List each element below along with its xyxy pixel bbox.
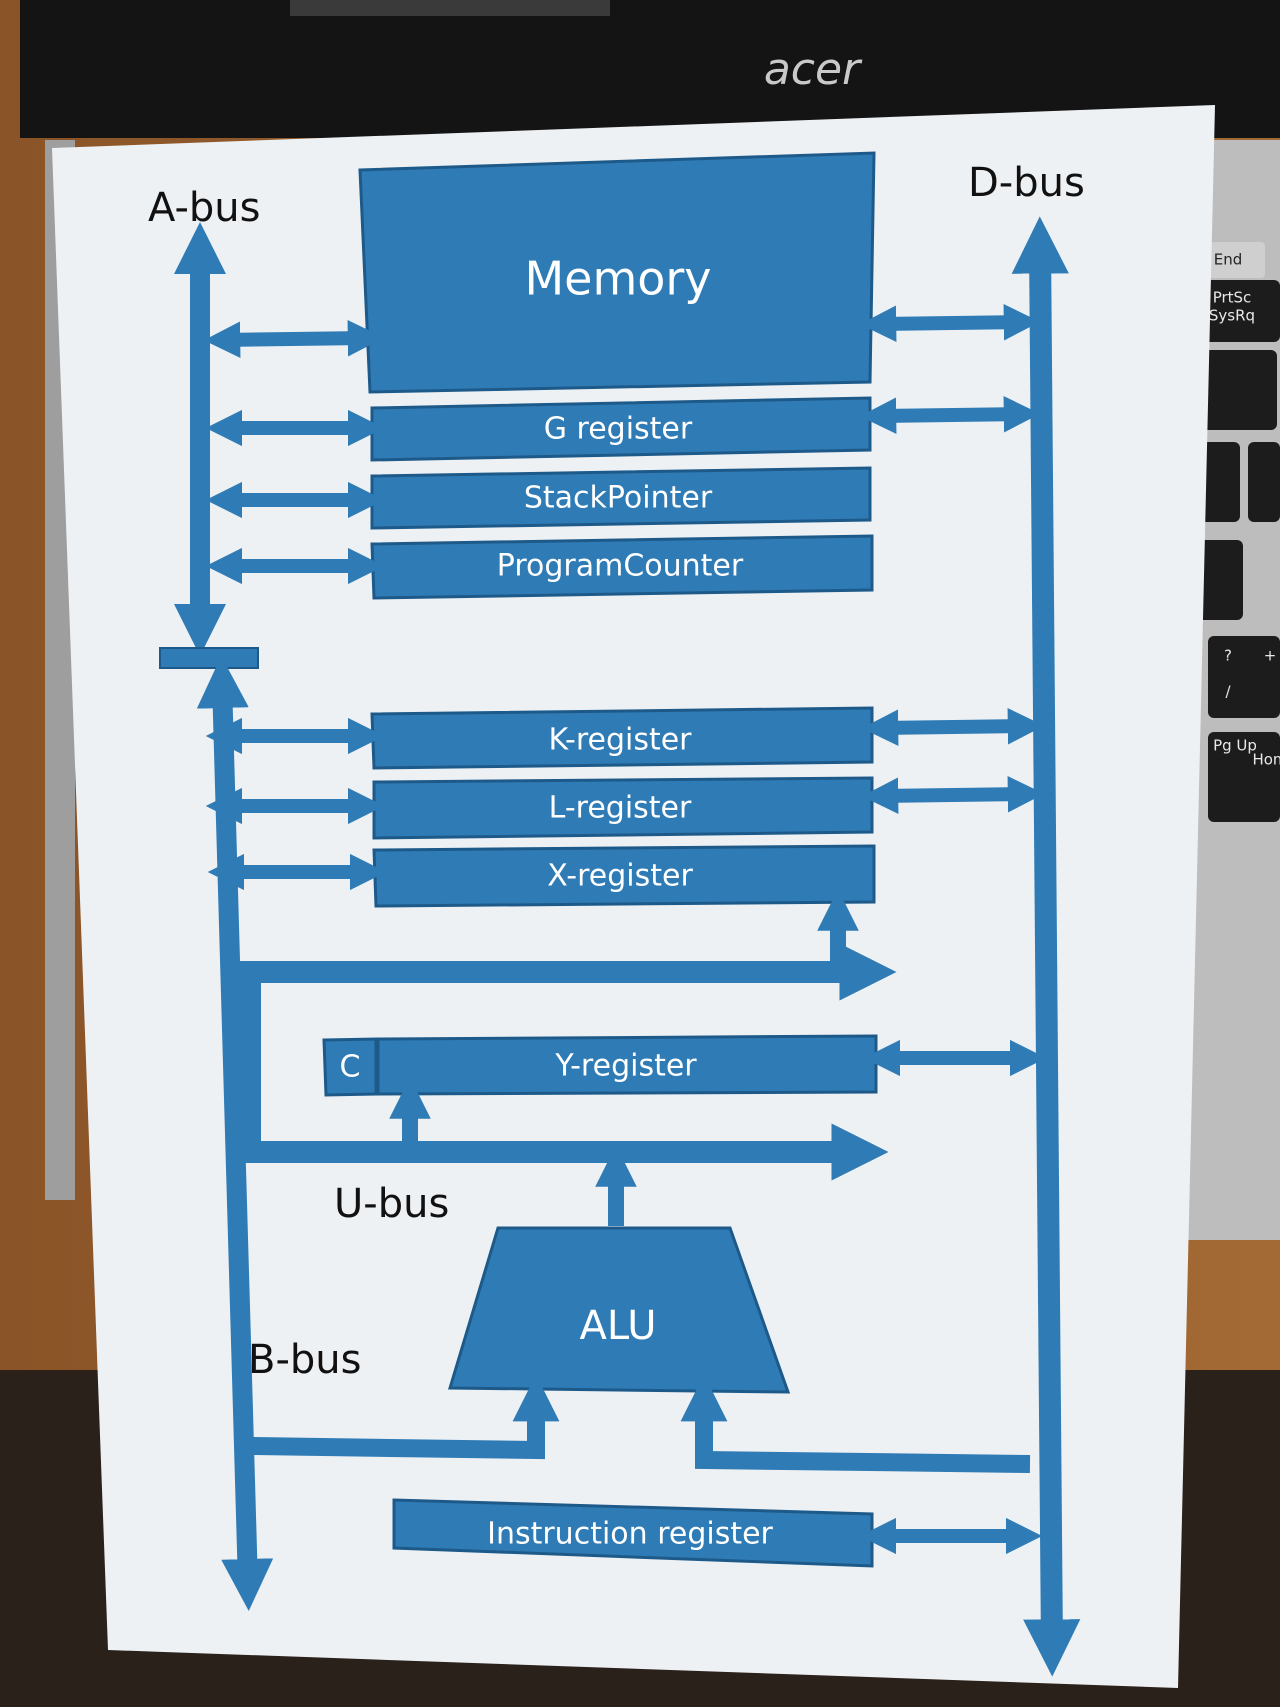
carry-block (322, 1037, 378, 1097)
k-register-label: K-register (548, 723, 692, 758)
arrow-d-bus-g-register (859, 396, 1041, 434)
key-bracket (1248, 442, 1280, 522)
arrow-d-bus-memory (859, 304, 1041, 342)
key-end-label: End (1214, 251, 1243, 269)
program-counter-label: ProgramCounter (497, 549, 744, 584)
arrow-d-bus-alu (680, 1374, 1031, 1473)
key-plus-label: + (1264, 647, 1277, 665)
memory-block (358, 151, 876, 394)
arrow-a-bus-memory (203, 320, 385, 358)
key-question (1208, 636, 1280, 718)
b-bus-label: B-bus (248, 1337, 361, 1383)
l-register-label: L-register (549, 791, 692, 826)
u-bus-label: U-bus (334, 1181, 449, 1227)
d-bus-label: D-bus (968, 160, 1085, 206)
y-register-label: Y-register (554, 1049, 697, 1084)
cpu-architecture-diagram: A-bus D-bus U-bus B-bus Memory G registe… (148, 151, 1085, 1677)
alu-label: ALU (580, 1303, 657, 1349)
instruction-register-label: Instruction register (487, 1517, 773, 1552)
key-home-label: Hom (1252, 751, 1280, 769)
key-prtsc-label: PrtSc (1213, 289, 1252, 307)
laptop-screen-glint (290, 0, 610, 16)
key-slash-label: / (1225, 683, 1231, 701)
instruction-register-block (392, 1498, 874, 1568)
carry-label: C (340, 1050, 361, 1085)
x-register-label: X-register (547, 859, 693, 894)
laptop-brand-logo: acer (764, 44, 863, 95)
memory-label: Memory (524, 252, 711, 306)
u-bus-loop-path (239, 943, 897, 1181)
key-end (1195, 242, 1265, 278)
key-question-label: ? (1224, 647, 1232, 665)
d-bus-shaft (1011, 216, 1081, 1677)
stack-pointer-label: StackPointer (524, 481, 713, 516)
g-register-label: G register (544, 412, 693, 447)
a-bus-label: A-bus (148, 185, 261, 231)
key-sysrq-label: SysRq (1209, 307, 1255, 325)
a-bus-separator-bar (159, 647, 259, 669)
arrow-b-bus-alu (251, 1374, 560, 1460)
key-pgup (1208, 732, 1280, 822)
arrow-d-bus-l-register (861, 776, 1045, 814)
arrow-d-bus-k-register (861, 708, 1045, 746)
alu-block (447, 1226, 791, 1394)
b-bus-shaft (196, 656, 274, 1611)
key-pgup-label: Pg Up (1213, 737, 1257, 755)
